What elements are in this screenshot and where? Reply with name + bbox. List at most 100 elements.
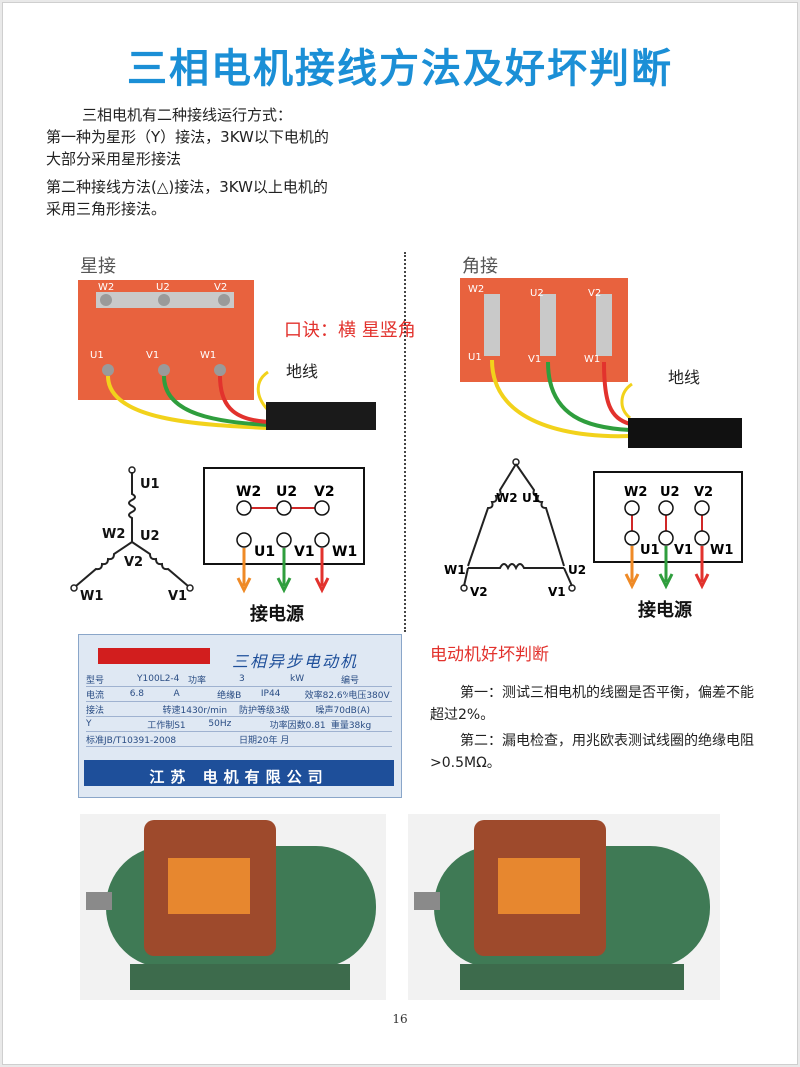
board-label: W2 xyxy=(236,484,261,500)
star-label: 星接 xyxy=(80,256,116,277)
board-label: V2 xyxy=(314,484,335,500)
terminal-screw xyxy=(158,364,170,376)
nameplate-cell: 绝缘B xyxy=(217,690,242,701)
lead xyxy=(563,567,573,587)
arrow-w xyxy=(694,546,710,590)
terminal-label: W2 xyxy=(98,282,114,293)
terminal-circle xyxy=(658,500,674,516)
power-label: 接电源 xyxy=(250,604,304,625)
motor-shaft xyxy=(86,892,112,910)
company-band xyxy=(84,760,394,786)
nameplate-cell: 重量38kg xyxy=(330,720,372,731)
wire-green xyxy=(162,375,269,427)
winding-label: U2 xyxy=(568,563,586,577)
nameplate-cell: 功率 xyxy=(188,675,207,686)
power-label: 接电源 xyxy=(638,600,692,621)
nameplate-cell: 编号 xyxy=(341,675,360,686)
intro-line: 第二种接线方法(△)接法，3KW以上电机的 xyxy=(46,178,328,196)
ground-wire xyxy=(256,370,270,412)
arrow-u xyxy=(236,548,252,594)
nameplate-cell: 型号 xyxy=(86,675,105,686)
winding-coil-w xyxy=(467,463,517,567)
terminal-screw xyxy=(214,364,226,376)
terminal-label: V1 xyxy=(528,354,541,365)
terminal-circle xyxy=(314,532,330,548)
winding-label: W1 xyxy=(80,589,103,604)
nameplate-red-bar xyxy=(98,648,210,664)
board-label: W1 xyxy=(710,543,733,558)
motor-photo-star xyxy=(80,814,386,1000)
winding-label: W2 xyxy=(496,491,518,505)
nameplate-cell: 日期20年 月 xyxy=(239,735,290,746)
terminal-label: W1 xyxy=(584,354,600,365)
board-label: V2 xyxy=(694,485,713,500)
motor-base xyxy=(460,964,684,990)
nameplate-company: 江苏 电机有限公司 xyxy=(149,768,329,786)
nameplate-cell: 转速1430r/min xyxy=(162,705,228,716)
nameplate-cell: 防护等级3级 xyxy=(239,705,290,716)
intro-line: 第一种为星形（Y）接法，3KW以下电机的 xyxy=(46,128,329,146)
page-title: 三相电机接线方法及好坏判断 xyxy=(127,46,673,92)
winding-label: U2 xyxy=(140,529,160,544)
terminal-circle xyxy=(236,532,252,548)
nameplate-cell: 标准JB/T10391-2008 xyxy=(86,735,177,746)
intro-line: 大部分采用星形接法 xyxy=(46,150,182,168)
board-label: W2 xyxy=(624,485,647,500)
nameplate-footer-band xyxy=(84,760,394,786)
winding-label: W2 xyxy=(102,527,125,542)
arrow-w xyxy=(314,548,330,594)
terminal-label: V2 xyxy=(214,282,227,293)
terminal-label: W1 xyxy=(200,350,216,361)
terminal-board xyxy=(593,471,743,563)
nameplate-cell: 6.8 xyxy=(129,689,145,699)
judgement-item: 第二：漏电检查，用兆欧表测试线圈的绝缘电阻>0.5MΩ。 xyxy=(430,733,754,771)
terminal-screw xyxy=(100,294,112,306)
winding-label: V1 xyxy=(168,589,187,604)
nameplate-cell: 3 xyxy=(239,674,245,684)
terminal-circle xyxy=(314,500,330,516)
page-number: 16 xyxy=(392,1012,408,1026)
jumper-bar xyxy=(484,294,500,356)
terminal-block xyxy=(168,858,250,914)
winding-coil-w xyxy=(75,541,133,587)
star-terminal-box: W2 U2 V2 U1 V1 W1 xyxy=(78,280,376,430)
nameplate-cell: 50Hz xyxy=(208,719,232,729)
winding-label: V2 xyxy=(124,555,143,570)
terminal-screw xyxy=(158,294,170,306)
wire-red xyxy=(218,375,269,424)
delta-label: 角接 xyxy=(462,256,498,277)
intro-line: 三相电机有二种接线运行方式： xyxy=(82,106,293,124)
nameplate-cell: 效率82.6% xyxy=(304,690,349,701)
terminal-label: U2 xyxy=(530,288,544,299)
wire-green xyxy=(546,361,631,432)
nameplate-title: 三相异步电动机 xyxy=(232,652,359,671)
terminal-label: U1 xyxy=(468,352,482,363)
nameplate-cell: Y100L2-4 xyxy=(137,674,180,684)
nameplate-cell: kW xyxy=(290,674,305,684)
winding-label: W1 xyxy=(444,563,466,577)
winding-coil-u xyxy=(515,463,565,567)
terminal-circle xyxy=(624,500,640,516)
nameplate-cell: Y xyxy=(86,719,92,729)
winding-label: U1 xyxy=(140,477,160,492)
nameplate-cell: 功率因数0.81 xyxy=(269,720,326,731)
nameplate-cell: A xyxy=(173,689,180,699)
nameplate-row: 标准JB/T10391-2008 日期20年 月 xyxy=(86,732,392,747)
winding-label: U1 xyxy=(522,491,540,505)
winding-coil-u xyxy=(128,472,136,542)
terminal-label: V1 xyxy=(146,350,159,361)
nameplate-cell: 电流 xyxy=(86,690,105,701)
motor-base xyxy=(130,964,350,990)
winding-label: V1 xyxy=(548,585,566,599)
judgement-heading: 电动机好坏判断 xyxy=(430,645,549,665)
winding-coil-v xyxy=(131,541,189,587)
terminal-screw xyxy=(102,364,114,376)
terminal-label: U2 xyxy=(156,282,170,293)
red-stripe xyxy=(98,648,210,664)
nameplate-cell: IP44 xyxy=(260,689,281,699)
terminal-label: U1 xyxy=(90,350,104,361)
arrow-u xyxy=(624,546,640,590)
board-label: U2 xyxy=(660,485,680,500)
wire-red xyxy=(602,361,631,426)
ground-label: 地线 xyxy=(286,362,319,381)
